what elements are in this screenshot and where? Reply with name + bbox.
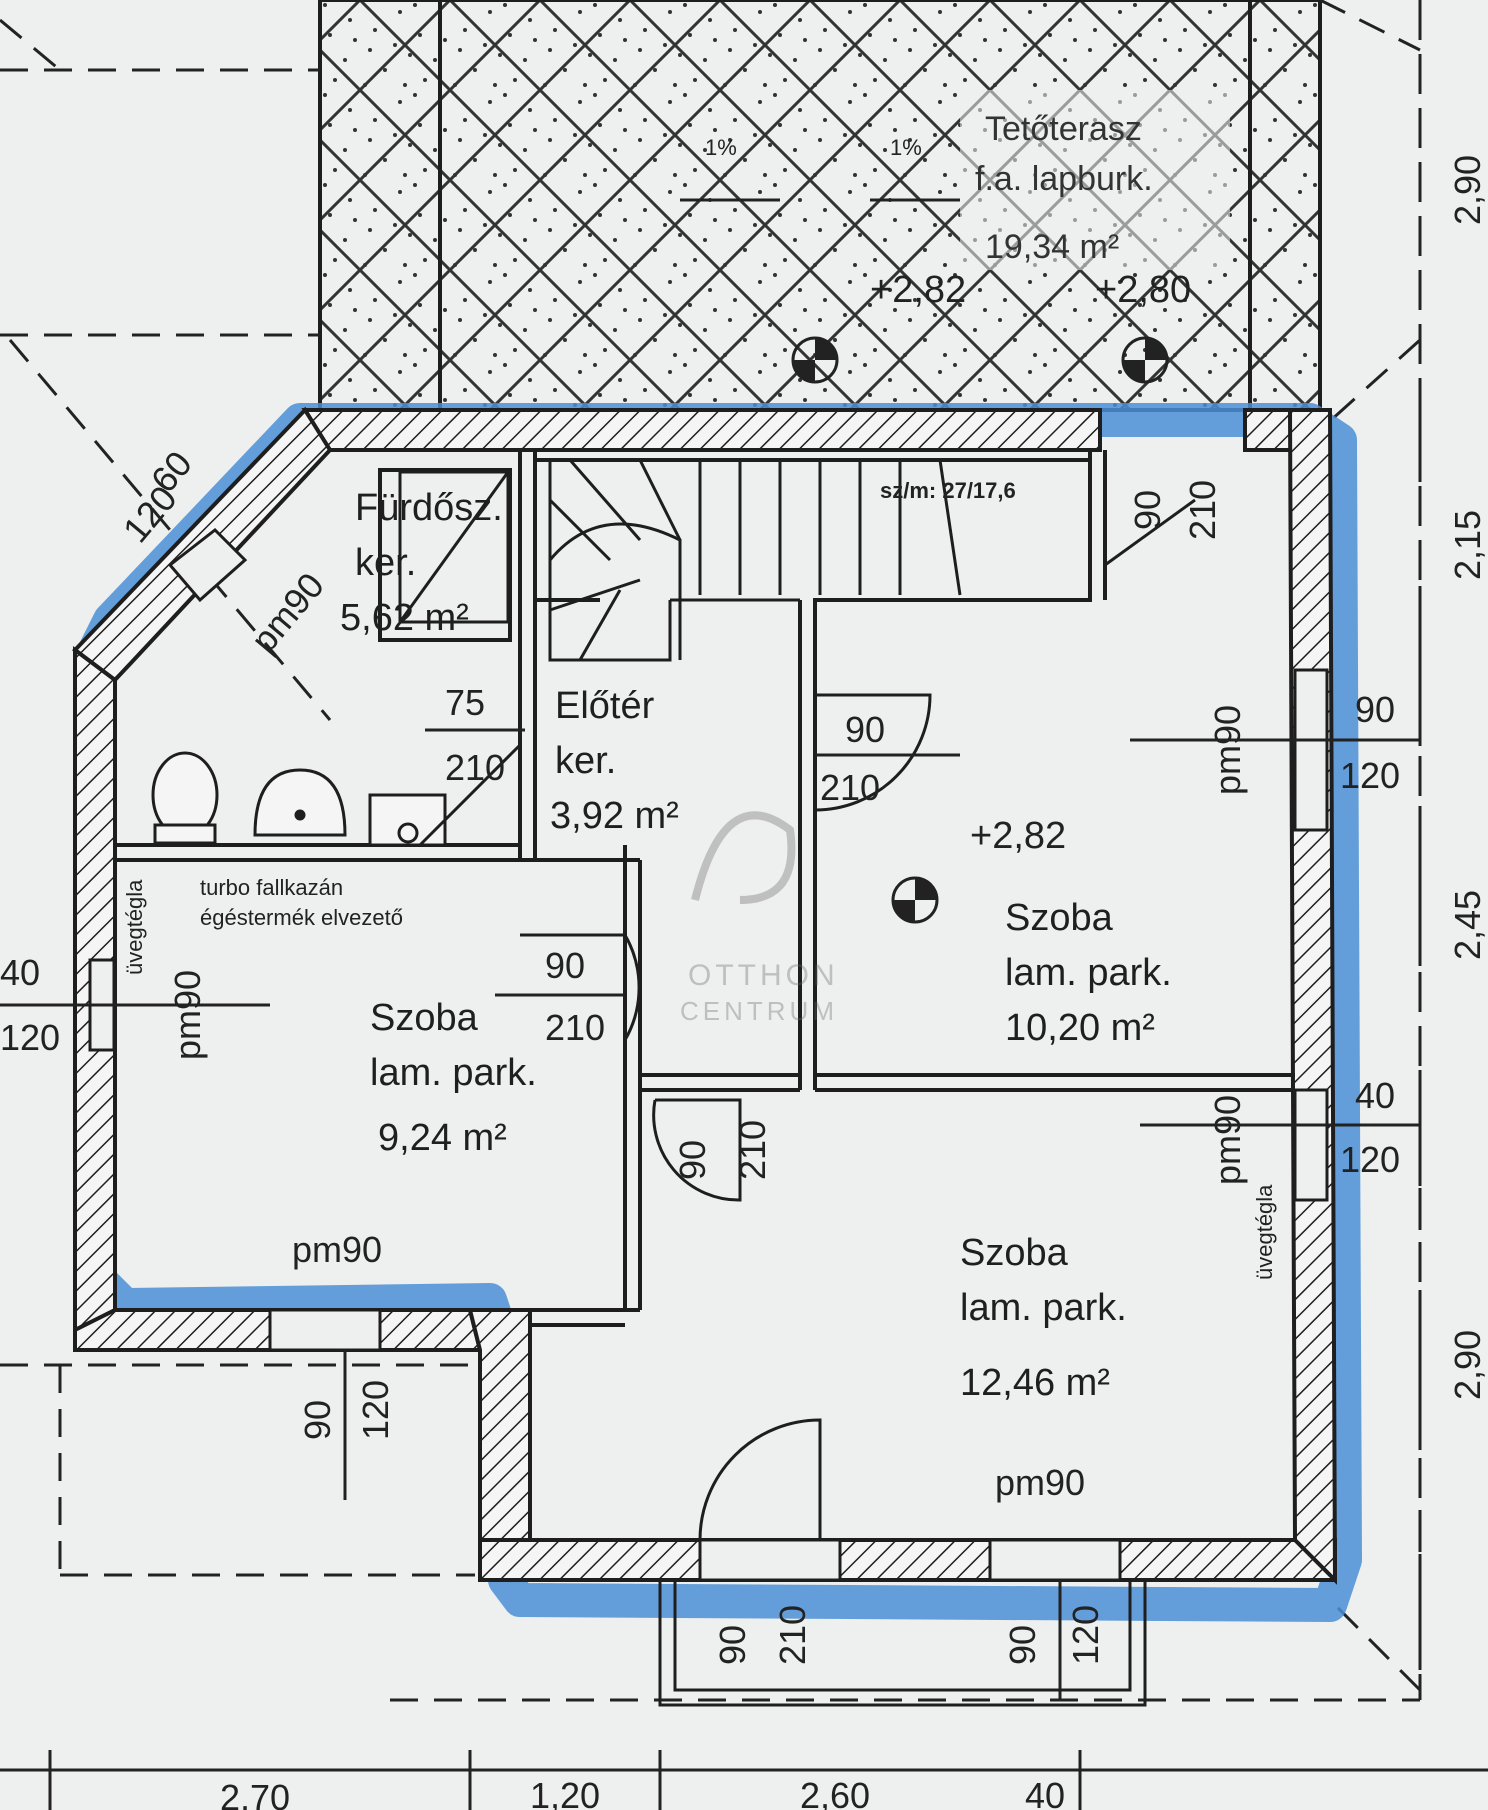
terrace-level-left: +2,82 bbox=[870, 269, 966, 311]
room-hall: Előtér ker. 3,92 m² bbox=[550, 685, 679, 837]
boiler-line1: turbo fallkazán bbox=[200, 875, 343, 900]
stair bbox=[548, 459, 962, 662]
boiler-icon bbox=[368, 793, 447, 847]
window-left-width: 40 bbox=[0, 952, 40, 993]
window-bottom-right-height: 120 bbox=[1065, 1605, 1106, 1665]
room-right-top-area: 10,20 m² bbox=[1005, 1007, 1155, 1049]
door-left-height: 210 bbox=[545, 1007, 605, 1048]
room-left-area: 9,24 m² bbox=[378, 1117, 507, 1159]
glass-block-left: üvegtégla bbox=[122, 879, 147, 975]
level-marker-icon bbox=[891, 876, 939, 924]
parapet-bath: pm90 bbox=[243, 565, 332, 660]
shower-icon bbox=[398, 470, 510, 624]
door-bath-height: 210 bbox=[445, 747, 505, 788]
parapet-left-room: pm90 bbox=[292, 1229, 382, 1270]
terrace-surface: f.a. lapburk. bbox=[975, 160, 1153, 198]
door-left-width: 90 bbox=[545, 945, 585, 986]
toilet-icon bbox=[151, 751, 219, 845]
dim-right-4: 2,90 bbox=[1447, 1330, 1488, 1400]
window-right-top-height: 120 bbox=[1340, 755, 1400, 796]
dim-right-2: 2,15 bbox=[1447, 510, 1488, 580]
bath-floor: ker. bbox=[355, 542, 416, 584]
room-left-name: Szoba bbox=[370, 997, 479, 1039]
window-right-mid-height: 120 bbox=[1340, 1139, 1400, 1180]
door-hall-height: 210 bbox=[820, 767, 880, 808]
terrace-slope-right: 1% bbox=[890, 135, 922, 160]
dim-right-1: 2,90 bbox=[1447, 155, 1488, 225]
terrace-area: 19,34 m² bbox=[985, 228, 1119, 266]
watermark-line1: OTTHON bbox=[688, 959, 839, 992]
window-right-mid-width: 40 bbox=[1355, 1075, 1395, 1116]
window-bottom-right-width: 90 bbox=[1002, 1625, 1043, 1665]
doors bbox=[418, 498, 1196, 1541]
level-marker-icon bbox=[791, 336, 839, 384]
stair-label: sz/m: 27/17,6 bbox=[880, 478, 1016, 503]
door-top-width: 90 bbox=[1127, 490, 1168, 530]
window-bottom-left-height: 120 bbox=[355, 1380, 396, 1440]
entrance-step bbox=[658, 1580, 1147, 1707]
bath-name: Fürdősz. bbox=[355, 487, 503, 529]
terrace-name: Tetőterasz bbox=[985, 110, 1142, 148]
door-bath-width: 75 bbox=[445, 682, 485, 723]
room-right-top-name: Szoba bbox=[1005, 897, 1114, 939]
glass-block-right: üvegtégla bbox=[1252, 1184, 1277, 1280]
door-bottom-height: 210 bbox=[772, 1605, 813, 1665]
bath-area: 5,62 m² bbox=[340, 597, 469, 639]
watermark-logo: OTTHON CENTRUM bbox=[680, 811, 839, 1026]
door-mid-height: 210 bbox=[732, 1120, 773, 1180]
dim-bottom-4: 40 bbox=[1025, 1775, 1065, 1810]
dim-right-3: 2,45 bbox=[1447, 890, 1488, 960]
room-right-bottom-area: 12,46 m² bbox=[960, 1362, 1110, 1404]
door-hall-width: 90 bbox=[845, 709, 885, 750]
dim-bottom-2: 1,20 bbox=[530, 1775, 600, 1810]
room-right-bottom: Szoba lam. park. 12,46 m² bbox=[960, 1232, 1127, 1404]
room-right-top: Szoba lam. park. 10,20 m² bbox=[1005, 897, 1172, 1049]
parapet-bottom: pm90 bbox=[995, 1462, 1085, 1503]
hall-name: Előtér bbox=[555, 685, 655, 727]
hall-area: 3,92 m² bbox=[550, 795, 679, 837]
room-right-bottom-name: Szoba bbox=[960, 1232, 1069, 1274]
center-level: +2,82 bbox=[970, 815, 1066, 857]
level-marker-icon bbox=[1121, 336, 1169, 384]
room-right-bottom-floor: lam. park. bbox=[960, 1287, 1127, 1329]
parapet-right-mid: pm90 bbox=[1207, 1095, 1248, 1185]
windows bbox=[88, 528, 1329, 1582]
window-left-height: 120 bbox=[0, 1017, 60, 1058]
boiler-line2: égéstermék elvezető bbox=[200, 905, 403, 930]
door-mid-width: 90 bbox=[672, 1140, 713, 1180]
room-bath: Fürdősz. ker. 5,62 m² bbox=[340, 487, 503, 639]
room-left-floor: lam. park. bbox=[370, 1052, 537, 1094]
door-labels: 75 210 90 210 90 210 90 210 90 210 90 21… bbox=[425, 480, 1223, 1665]
exterior-walls bbox=[71, 406, 1338, 1585]
terrace-level-right: +2,80 bbox=[1095, 269, 1191, 311]
window-right-top-width: 90 bbox=[1355, 689, 1395, 730]
room-right-top-floor: lam. park. bbox=[1005, 952, 1172, 994]
terrace-slope-left: 1% bbox=[705, 135, 737, 160]
room-left: Szoba lam. park. 9,24 m² bbox=[370, 997, 537, 1159]
hall-floor: ker. bbox=[555, 740, 616, 782]
dim-bottom-3: 2,60 bbox=[800, 1775, 870, 1810]
window-bottom-left-width: 90 bbox=[297, 1400, 338, 1440]
watermark-line2: CENTRUM bbox=[680, 996, 838, 1026]
dimension-bottom: 2,70 1,20 2,60 40 bbox=[0, 1750, 1488, 1810]
dimension-right: 2,90 2,15 2,45 2,90 bbox=[1418, 0, 1488, 1700]
window-labels: 60 120 40 120 90 120 40 120 90 120 90 12… bbox=[0, 443, 1420, 1700]
door-top-height: 210 bbox=[1182, 480, 1223, 540]
dim-bottom-1: 2,70 bbox=[220, 1777, 290, 1810]
parapet-left-wall: pm90 bbox=[167, 970, 208, 1060]
parapet-right-top: pm90 bbox=[1207, 705, 1248, 795]
door-bottom-width: 90 bbox=[712, 1625, 753, 1665]
sink-icon bbox=[253, 768, 347, 837]
roof-terrace: Tetőterasz f.a. lapburk. 19,34 m² 1% 1% … bbox=[318, 0, 1322, 412]
interior-walls bbox=[115, 450, 1295, 1327]
